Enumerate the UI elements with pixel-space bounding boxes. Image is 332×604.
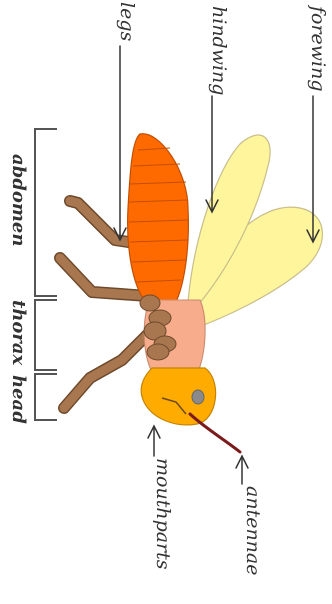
front-leg-fill xyxy=(64,332,150,408)
compound-eye xyxy=(192,390,204,404)
abdomen xyxy=(128,134,189,304)
abdomen-label: abdomen xyxy=(9,154,27,246)
thorax-label: thorax xyxy=(9,300,27,365)
bracket-lines xyxy=(35,129,57,420)
thorax-bracket xyxy=(35,300,57,370)
head-label: head xyxy=(9,375,27,424)
abdomen-bracket xyxy=(35,129,57,296)
mouthparts-label: mouthparts xyxy=(153,458,172,570)
head-bracket xyxy=(35,374,57,420)
antennae-label: antennae xyxy=(243,486,262,576)
forewing-label: forewing xyxy=(308,6,327,92)
antenna xyxy=(190,414,240,452)
legs-label: legs xyxy=(117,2,136,41)
hindwing-label: hindwing xyxy=(209,6,228,95)
